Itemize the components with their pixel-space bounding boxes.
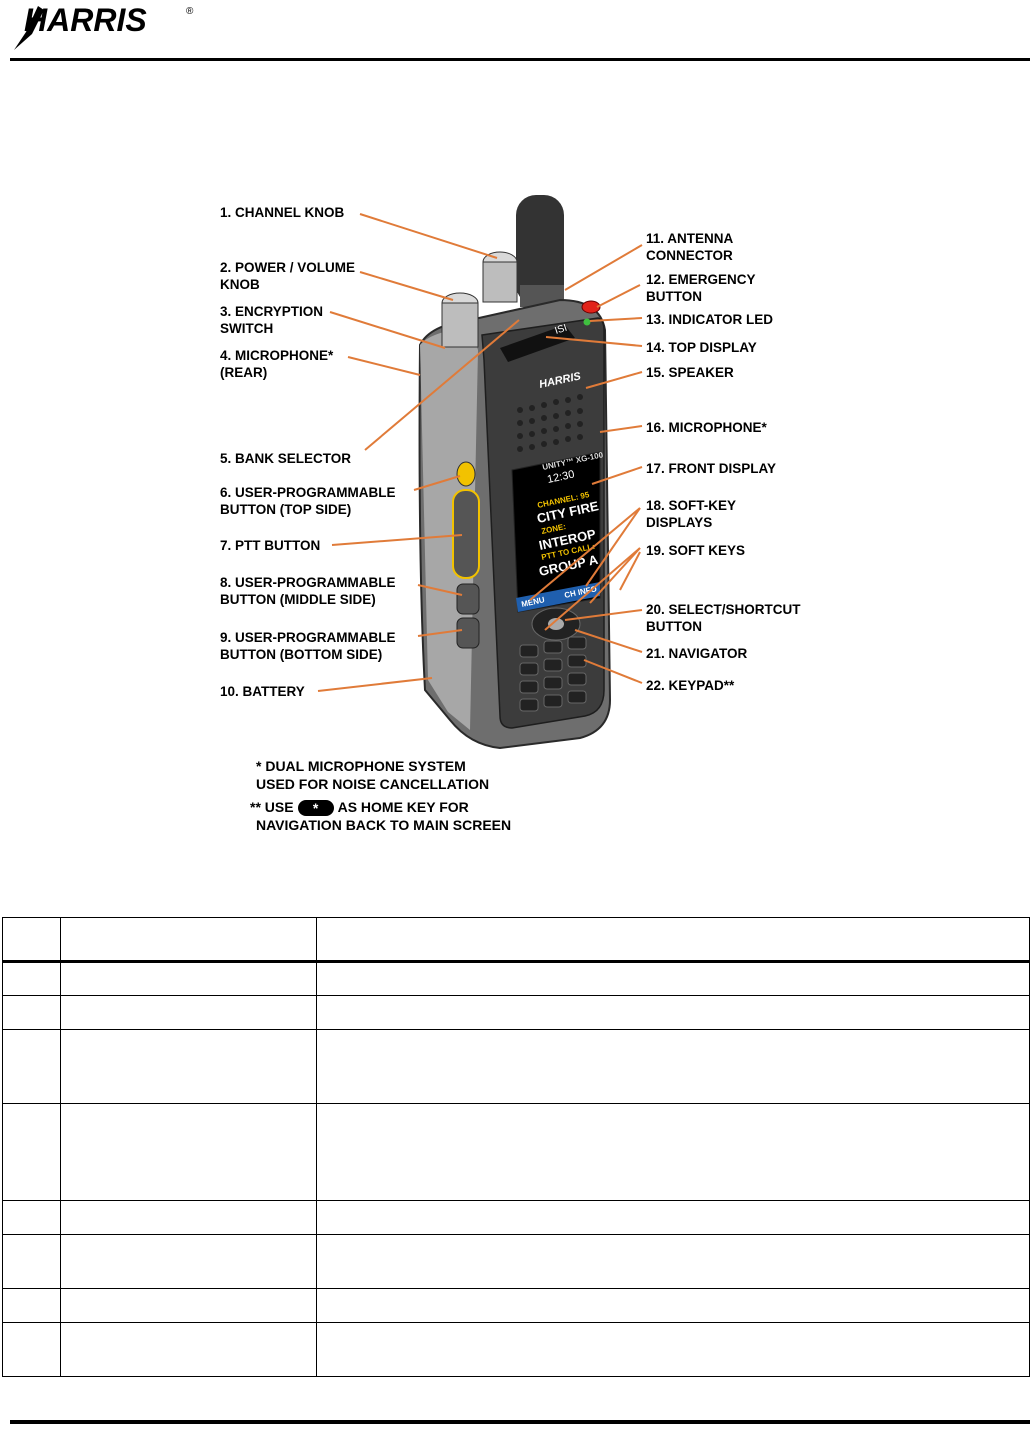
label-front-display: 17. FRONT DISPLAY [646,460,776,477]
label-battery: 10. BATTERY [220,683,305,700]
label-microphone-front: 16. MICROPHONE* [646,419,767,436]
table-row [3,996,1030,1030]
label-channel-knob: 1. CHANNEL KNOB [220,204,344,221]
label-soft-key-displays: 18. SOFT-KEY DISPLAYS [646,497,736,531]
label-user-button-bottom: 9. USER-PROGRAMMABLE BUTTON (BOTTOM SIDE… [220,629,396,663]
note-dual-mic: * DUAL MICROPHONE SYSTEM [256,757,466,775]
component-table [2,917,1030,1377]
table-row [3,1235,1030,1289]
label-top-display: 14. TOP DISPLAY [646,339,757,356]
label-indicator-led: 13. INDICATOR LED [646,311,773,328]
label-soft-keys: 19. SOFT KEYS [646,542,745,559]
label-keypad: 22. KEYPAD** [646,677,734,694]
label-microphone-rear: 4. MICROPHONE* (REAR) [220,347,333,381]
label-ptt-button: 7. PTT BUTTON [220,537,320,554]
label-power-volume-knob: 2. POWER / VOLUME KNOB [220,259,355,293]
label-user-button-top: 6. USER-PROGRAMMABLE BUTTON (TOP SIDE) [220,484,396,518]
table-row [3,1201,1030,1235]
label-select-shortcut-button: 20. SELECT/SHORTCUT BUTTON [646,601,801,635]
label-emergency-button: 12. EMERGENCY BUTTON [646,271,756,305]
label-bank-selector: 5. BANK SELECTOR [220,450,351,467]
table-row [3,1323,1030,1377]
note-home-key-text: AS HOME KEY FOR [338,799,469,815]
note-navigation: NAVIGATION BACK TO MAIN SCREEN [256,816,511,834]
home-key-icon: * [298,800,334,816]
note-use: ** USE [250,799,294,815]
label-encryption-switch: 3. ENCRYPTION SWITCH [220,303,323,337]
table-row [3,962,1030,996]
table-row [3,1289,1030,1323]
table-header-row [3,918,1030,962]
radio-diagram: ISI HARRIS UNITY™ XG-100 12:30 CHANNEL: … [0,0,1034,860]
label-antenna-connector: 11. ANTENNA CONNECTOR [646,230,733,264]
table-row [3,1030,1030,1104]
table-row [3,1104,1030,1201]
footer-rule [10,1420,1030,1424]
label-navigator: 21. NAVIGATOR [646,645,747,662]
note-noise-cancel: USED FOR NOISE CANCELLATION [256,775,489,793]
label-user-button-middle: 8. USER-PROGRAMMABLE BUTTON (MIDDLE SIDE… [220,574,396,608]
note-home-key: ** USE*AS HOME KEY FOR [250,798,469,816]
label-speaker: 15. SPEAKER [646,364,734,381]
